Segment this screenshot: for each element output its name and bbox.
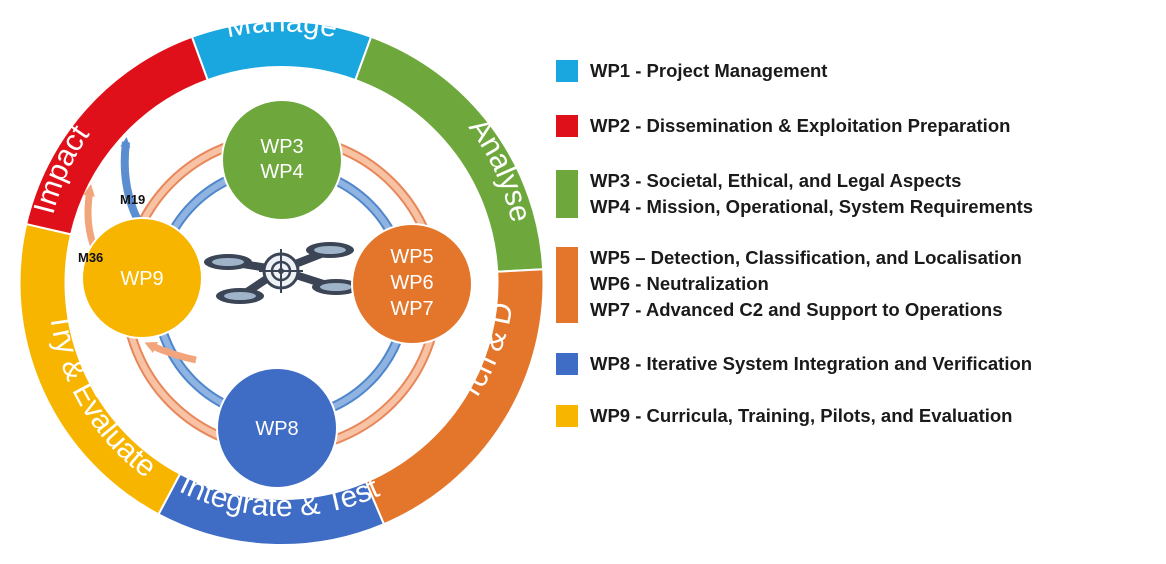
- wp8-node: WP8: [216, 367, 338, 489]
- legend-text-wp7: WP7 - Advanced C2 and Support to Operati…: [590, 299, 1003, 320]
- drone-icon: [204, 242, 360, 304]
- wp5-wp6-wp7-node: WP5 WP6 WP7: [351, 223, 473, 345]
- legend-swatch-wp9: [556, 405, 578, 427]
- legend-text-wp8: WP8 - Iterative System Integration and V…: [590, 353, 1033, 374]
- legend-swatch-wp3-wp4: [556, 170, 578, 218]
- wp8-label: WP8: [255, 418, 298, 440]
- wp9-node: WP9: [81, 217, 203, 339]
- legend-text-wp2: WP2 - Dissemination & Exploitation Prepa…: [590, 115, 1011, 136]
- legend-text-wp9: WP9 - Curricula, Training, Pilots, and E…: [590, 405, 1013, 426]
- lifecycle-ring: [18, 20, 545, 546]
- wp3-label: WP3: [260, 136, 303, 158]
- milestone-m19: M19: [120, 192, 145, 207]
- wp3-wp4-node: WP3 WP4: [221, 99, 343, 221]
- legend-text-wp4: WP4 - Mission, Operational, System Requi…: [590, 196, 1034, 217]
- legend-text-wp3: WP3 - Societal, Ethical, and Legal Aspec…: [590, 170, 962, 191]
- wp6-label: WP6: [390, 272, 433, 294]
- legend-swatch-wp5-wp7: [556, 247, 578, 323]
- wp5-label: WP5: [390, 246, 433, 268]
- return-arrow: [144, 341, 197, 364]
- wp4-label: WP4: [260, 161, 303, 183]
- legend-swatch-wp1: [556, 60, 578, 82]
- m19-arrow: [120, 137, 146, 231]
- wp7-label: WP7: [390, 298, 433, 320]
- legend-swatch-wp2: [556, 115, 578, 137]
- ring-label-manage: Manage: [223, 5, 340, 44]
- legend-text-wp5: WP5 – Detection, Classification, and Loc…: [590, 247, 1022, 268]
- ring-segment-impact: [25, 35, 209, 236]
- wp9-label: WP9: [120, 268, 163, 290]
- legend-swatch-wp8: [556, 353, 578, 375]
- milestone-m36: M36: [78, 250, 103, 265]
- lifecycle-diagram: WP3 WP4 WP5 WP6 WP7 WP8 WP9 M19 M36 Mana…: [0, 0, 545, 546]
- legend-text-wp1: WP1 - Project Management: [590, 60, 828, 81]
- legend-text-wp6: WP6 - Neutralization: [590, 273, 769, 294]
